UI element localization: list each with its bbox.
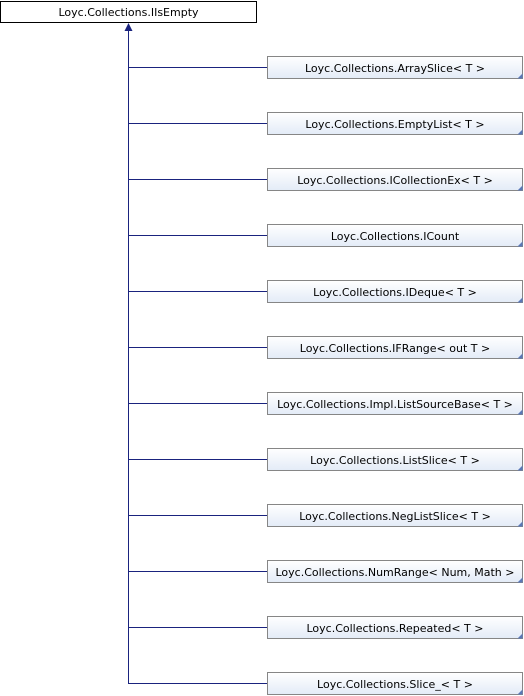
derived-class-label: Loyc.Collections.Slice_< T > — [317, 678, 473, 691]
derived-class-label: Loyc.Collections.ListSlice< T > — [310, 454, 480, 467]
collapsed-corner-icon — [517, 409, 523, 415]
collapsed-corner-icon — [517, 689, 523, 695]
derived-class-box — [267, 504, 523, 527]
derived-class-label: Loyc.Collections.EmptyList< T > — [305, 118, 484, 131]
collapsed-corner-icon — [517, 577, 523, 583]
derived-class-node[interactable]: Loyc.Collections.ArraySlice< T > — [267, 56, 523, 79]
derived-class-box — [267, 448, 523, 471]
derived-class-box — [267, 672, 523, 695]
derived-class-node[interactable]: Loyc.Collections.IDeque< T > — [267, 280, 523, 303]
derived-class-label: Loyc.Collections.NegListSlice< T > — [299, 510, 491, 523]
collapsed-corner-icon — [517, 185, 523, 191]
derived-class-box — [267, 56, 523, 79]
derived-class-box — [267, 560, 523, 583]
derived-class-node[interactable]: Loyc.Collections.Repeated< T > — [267, 616, 523, 639]
collapsed-corner-icon — [517, 241, 523, 247]
derived-class-node[interactable]: Loyc.Collections.Impl.ListSourceBase< T … — [267, 392, 523, 415]
derived-class-node[interactable]: Loyc.Collections.Slice_< T > — [267, 672, 523, 695]
collapsed-corner-icon — [517, 297, 523, 303]
derived-class-label: Loyc.Collections.ArraySlice< T > — [305, 62, 485, 75]
collapsed-corner-icon — [517, 353, 523, 359]
derived-class-box — [267, 224, 523, 247]
base-class-node[interactable]: Loyc.Collections.IIsEmpty — [0, 1, 257, 23]
derived-class-box — [267, 280, 523, 303]
collapsed-corner-icon — [517, 465, 523, 471]
derived-class-box — [267, 616, 523, 639]
collapsed-corner-icon — [517, 73, 523, 79]
inheritance-arrowhead — [124, 23, 133, 31]
base-class-label: Loyc.Collections.IIsEmpty — [58, 6, 199, 19]
derived-class-label: Loyc.Collections.NumRange< Num, Math > — [276, 566, 515, 579]
derived-class-node[interactable]: Loyc.Collections.ListSlice< T > — [267, 448, 523, 471]
derived-class-label: Loyc.Collections.ICount — [331, 230, 460, 243]
derived-class-label: Loyc.Collections.Impl.ListSourceBase< T … — [277, 398, 513, 411]
derived-class-box — [267, 336, 523, 359]
derived-class-node[interactable]: Loyc.Collections.ICount — [267, 224, 523, 247]
derived-class-box — [267, 112, 523, 135]
derived-class-node[interactable]: Loyc.Collections.EmptyList< T > — [267, 112, 523, 135]
collapsed-corner-icon — [517, 129, 523, 135]
derived-class-label: Loyc.Collections.IFRange< out T > — [300, 342, 490, 355]
derived-class-label: Loyc.Collections.Repeated< T > — [307, 622, 484, 635]
derived-class-node[interactable]: Loyc.Collections.NegListSlice< T > — [267, 504, 523, 527]
derived-class-node[interactable]: Loyc.Collections.ICollectionEx< T > — [267, 168, 523, 191]
derived-class-label: Loyc.Collections.ICollectionEx< T > — [297, 174, 493, 187]
derived-class-node[interactable]: Loyc.Collections.NumRange< Num, Math > — [267, 560, 523, 583]
derived-class-box — [267, 168, 523, 191]
derived-class-label: Loyc.Collections.IDeque< T > — [313, 286, 477, 299]
collapsed-corner-icon — [517, 633, 523, 639]
derived-class-box — [267, 392, 523, 415]
derived-class-node[interactable]: Loyc.Collections.IFRange< out T > — [267, 336, 523, 359]
collapsed-corner-icon — [517, 521, 523, 527]
